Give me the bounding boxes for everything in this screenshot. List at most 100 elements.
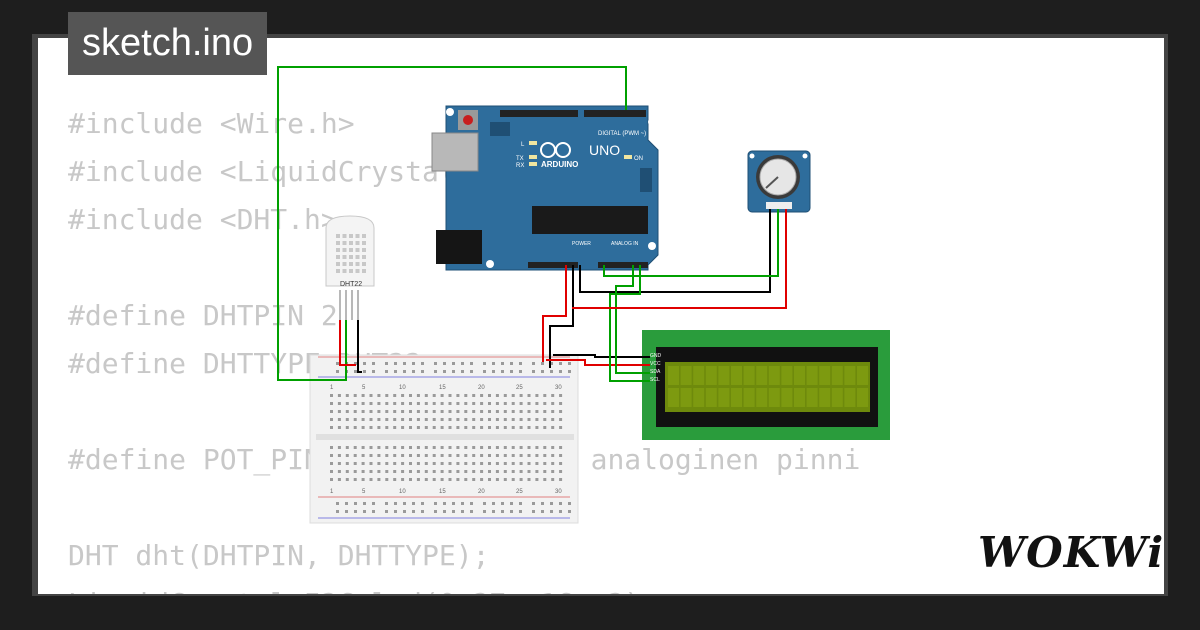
- breadboard-hole: [377, 470, 381, 473]
- wire-pot-vcc: [572, 209, 787, 309]
- breadboard-rail-hole: [532, 502, 535, 505]
- lcd-cell: [768, 388, 780, 407]
- breadboard-hole: [330, 454, 333, 457]
- breadboard-hole: [416, 470, 420, 473]
- breadboard-hole: [535, 394, 539, 397]
- breadboard-hole: [361, 478, 365, 481]
- breadboard-rail-hole: [363, 362, 366, 365]
- potentiometer[interactable]: [747, 150, 811, 213]
- breadboard-hole: [519, 394, 523, 397]
- breadboard-rail-hole: [452, 362, 455, 365]
- breadboard-hole: [456, 470, 460, 473]
- breadboard-hole: [456, 418, 460, 421]
- lcd-cell: [794, 388, 805, 407]
- breadboard-hole: [480, 402, 484, 405]
- breadboard-hole: [353, 418, 357, 421]
- breadboard-hole: [527, 418, 531, 421]
- breadboard-hole: [369, 462, 373, 465]
- uno-label: UNO: [589, 142, 620, 158]
- breadboard-hole: [409, 478, 412, 481]
- icsp-header-right: [640, 168, 652, 192]
- dht22-vent: [342, 234, 347, 238]
- wires: [277, 66, 787, 382]
- breadboard-hole: [472, 446, 476, 449]
- wire-lcd-scl: [609, 265, 650, 382]
- breadboard-rail-hole: [443, 362, 446, 365]
- breadboard-hole: [488, 410, 491, 413]
- atmega-chip: [532, 206, 648, 234]
- dht22-vent-grid: [336, 234, 366, 273]
- breadboard-rail-hole: [483, 510, 486, 513]
- breadboard-hole: [337, 478, 341, 481]
- dht22-vent: [362, 262, 366, 266]
- breadboard-hole: [480, 446, 484, 449]
- breadboard-hole: [464, 470, 468, 473]
- breadboard-hole: [440, 446, 444, 449]
- breadboard-rail-hole: [412, 370, 415, 373]
- breadboard-hole: [488, 454, 491, 457]
- breadboard-hole: [385, 402, 389, 405]
- breadboard-hole: [330, 470, 333, 473]
- breadboard-hole: [377, 454, 381, 457]
- breadboard-hole: [377, 426, 381, 429]
- breadboard-hole: [353, 470, 357, 473]
- breadboard-hole: [488, 394, 491, 397]
- breadboard-rail-hole: [541, 502, 544, 505]
- breadboard-hole: [472, 478, 476, 481]
- breadboard-rail-hole: [532, 370, 535, 373]
- breadboard-hole: [495, 470, 499, 473]
- breadboard-hole: [495, 410, 499, 413]
- dht22-vent: [336, 262, 340, 266]
- arduino-logo: [540, 142, 571, 158]
- breadboard-hole: [472, 462, 476, 465]
- breadboard-hole: [543, 402, 547, 405]
- breadboard-hole: [393, 478, 397, 481]
- lcd-cell: [731, 366, 742, 385]
- dht22-vent: [342, 241, 347, 245]
- breadboard-hole: [559, 426, 563, 429]
- lcd-pin-label: SDA: [650, 369, 661, 375]
- lcd-1602[interactable]: GND VCC SDA SCL: [642, 330, 890, 440]
- lcd-pin-label: VCC: [650, 361, 661, 367]
- breadboard-hole: [369, 426, 373, 429]
- breadboard-hole: [511, 426, 515, 429]
- breadboard-hole: [559, 470, 563, 473]
- breadboard-hole: [432, 454, 436, 457]
- breadboard-hole: [369, 470, 373, 473]
- dht22-vent: [342, 255, 347, 259]
- breadboard-rail-hole: [336, 510, 339, 513]
- dht22-vent: [362, 241, 366, 245]
- breadboard-col-label: 15: [439, 385, 446, 391]
- breadboard-rail-hole: [403, 510, 406, 513]
- breadboard-rail-hole: [550, 370, 553, 373]
- breadboard-hole: [345, 462, 349, 465]
- mount-hole: [446, 108, 454, 116]
- breadboard-hole: [464, 418, 468, 421]
- breadboard-hole: [551, 470, 555, 473]
- breadboard-rail-hole: [372, 370, 375, 373]
- arduino-uno[interactable]: DIGITAL (PWM ~) UNO ARDUINO L TX RX ON P…: [431, 105, 659, 271]
- breadboard-hole: [393, 394, 397, 397]
- breadboard-rail-hole: [394, 510, 397, 513]
- breadboard-hole: [416, 402, 420, 405]
- breadboard-hole: [440, 426, 444, 429]
- dht22-sensor[interactable]: DHT22: [325, 215, 375, 320]
- reset-button[interactable]: [463, 115, 473, 125]
- breadboard-hole: [432, 478, 436, 481]
- breadboard-hole: [511, 478, 515, 481]
- breadboard-hole: [448, 470, 452, 473]
- breadboard-hole: [369, 410, 373, 413]
- breadboard-hole: [527, 426, 531, 429]
- breadboard-hole: [361, 454, 365, 457]
- breadboard-rail-hole: [510, 362, 513, 365]
- breadboard-hole: [361, 418, 365, 421]
- breadboard-rail-hole: [354, 362, 357, 365]
- breadboard[interactable]: 1 5 10 15 20 25 30 1 5 10 15 20 25 30: [309, 354, 579, 524]
- breadboard-rail-hole: [550, 502, 553, 505]
- breadboard-hole: [330, 426, 333, 429]
- breadboard-rail-hole: [385, 370, 388, 373]
- breadboard-hole: [432, 410, 436, 413]
- breadboard-hole: [448, 478, 452, 481]
- lcd-cell: [781, 366, 793, 385]
- breadboard-hole: [448, 410, 452, 413]
